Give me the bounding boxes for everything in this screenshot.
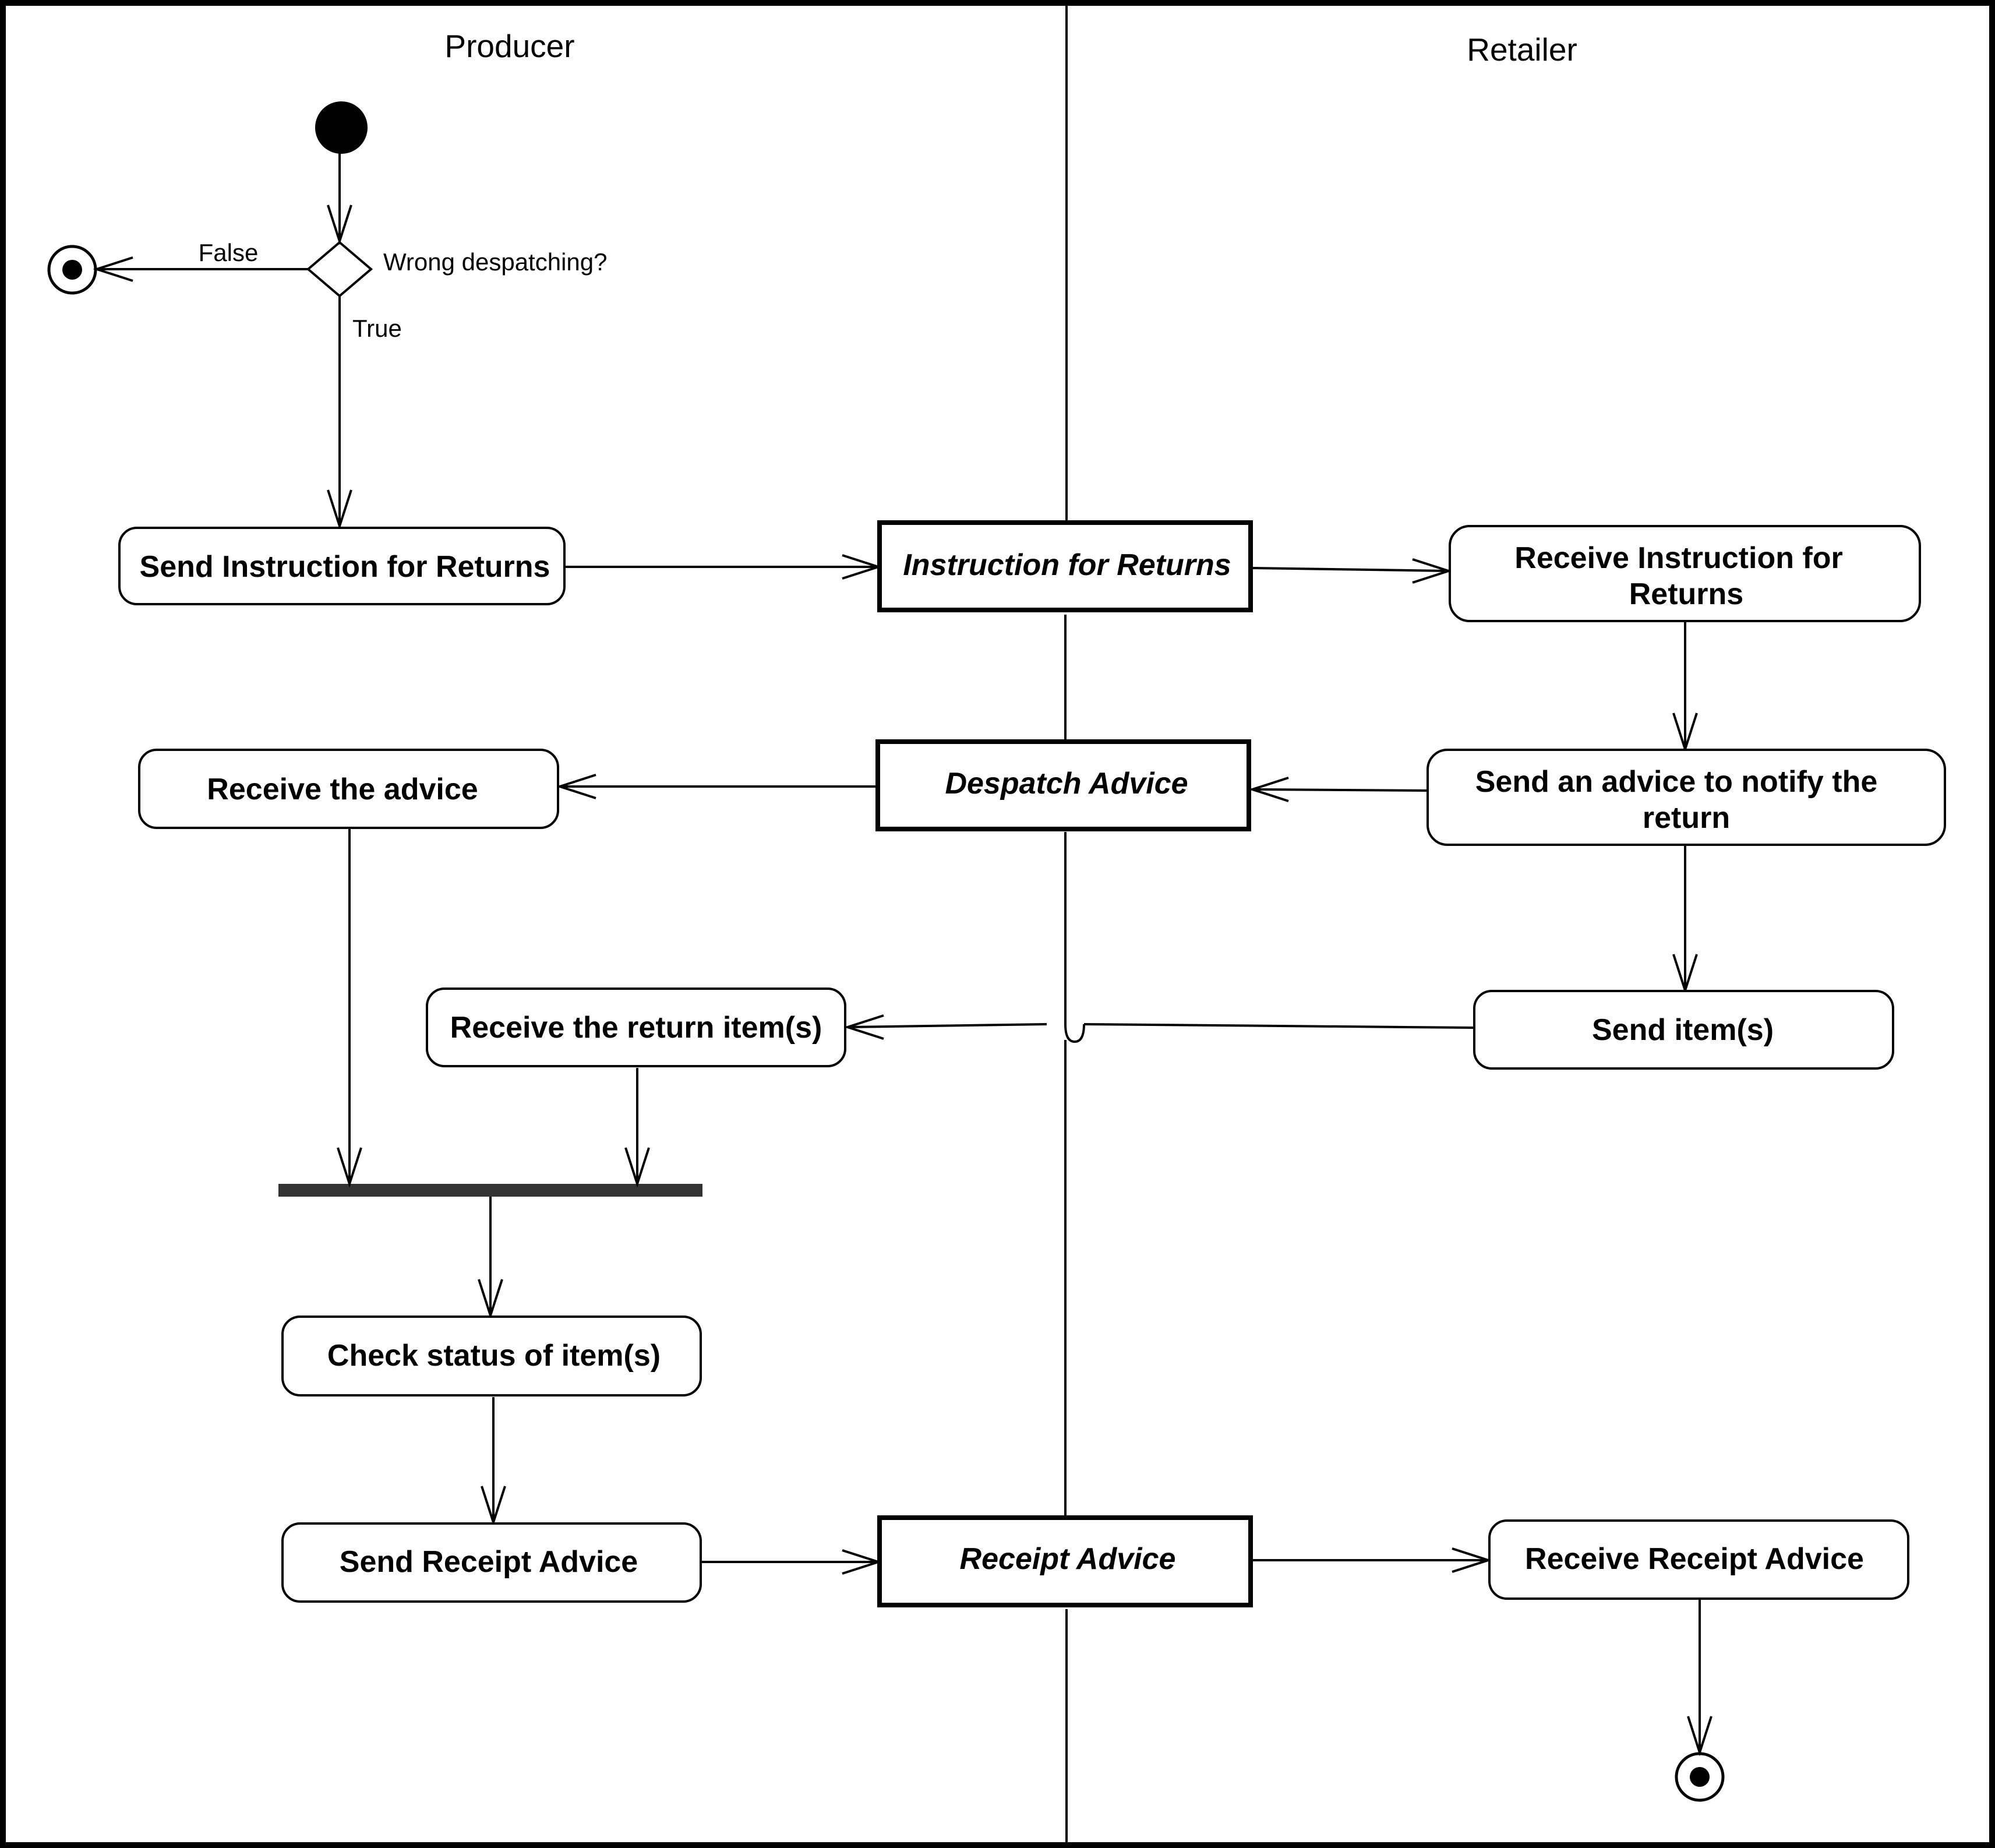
object-despatch-advice: Despatch Advice [875,739,1251,831]
activity-send-receipt-advice: Send Receipt Advice [281,1522,702,1603]
decision-question: Wrong despatching? [383,248,607,276]
activity-send-items: Send item(s) [1473,990,1894,1070]
activity-send-instruction-for-returns: Send Instruction for Returns [118,527,566,605]
flows [93,153,1712,1757]
object-instruction-for-returns: Instruction for Returns [877,520,1253,612]
activity-receive-receipt-advice: Receive Receipt Advice [1488,1519,1909,1600]
activity-receive-return-items-label: Receive the return item(s) [450,1011,822,1045]
guard-true: True [352,315,402,342]
lane-title-retailer: Retailer [1467,31,1577,68]
activity-receive-instruction-label-line2: Returns [1629,577,1743,611]
activity-check-status: Check status of item(s) [281,1316,702,1396]
final-node-right [1675,1752,1725,1802]
activity-send-advice-notify: Send an advice to notify the return [1426,749,1946,846]
activity-receive-instruction-for-returns: Receive Instruction for Returns [1449,525,1921,622]
join-bar [278,1184,702,1197]
object-instruction-for-returns-label: Instruction for Returns [903,548,1231,582]
activity-receive-return-items: Receive the return item(s) [426,988,846,1067]
lane-title-producer: Producer [444,28,574,64]
decision-node [306,241,373,298]
guard-false: False [199,239,259,266]
activity-send-advice-notify-label-line2: return [1643,801,1730,835]
activity-send-receipt-advice-label: Send Receipt Advice [340,1545,638,1579]
activity-send-instruction-label: Send Instruction for Returns [140,550,550,584]
initial-node [315,101,368,154]
activity-send-advice-notify-label-line1: Send an advice to notify the [1475,765,1878,799]
activity-check-status-label: Check status of item(s) [327,1339,661,1373]
activity-receive-instruction-label-line1: Receive Instruction for [1514,541,1842,575]
final-node-left [47,245,97,295]
activity-send-items-label: Send item(s) [1592,1013,1774,1047]
activity-receive-the-advice: Receive the advice [138,749,559,829]
object-receipt-advice-label: Receipt Advice [960,1542,1176,1576]
activity-receive-advice-label: Receive the advice [207,773,478,806]
object-despatch-advice-label: Despatch Advice [945,767,1188,800]
swimlane-divider [1064,5,1085,1843]
object-receipt-advice: Receipt Advice [877,1515,1253,1607]
activity-receive-receipt-advice-label: Receive Receipt Advice [1525,1542,1864,1576]
